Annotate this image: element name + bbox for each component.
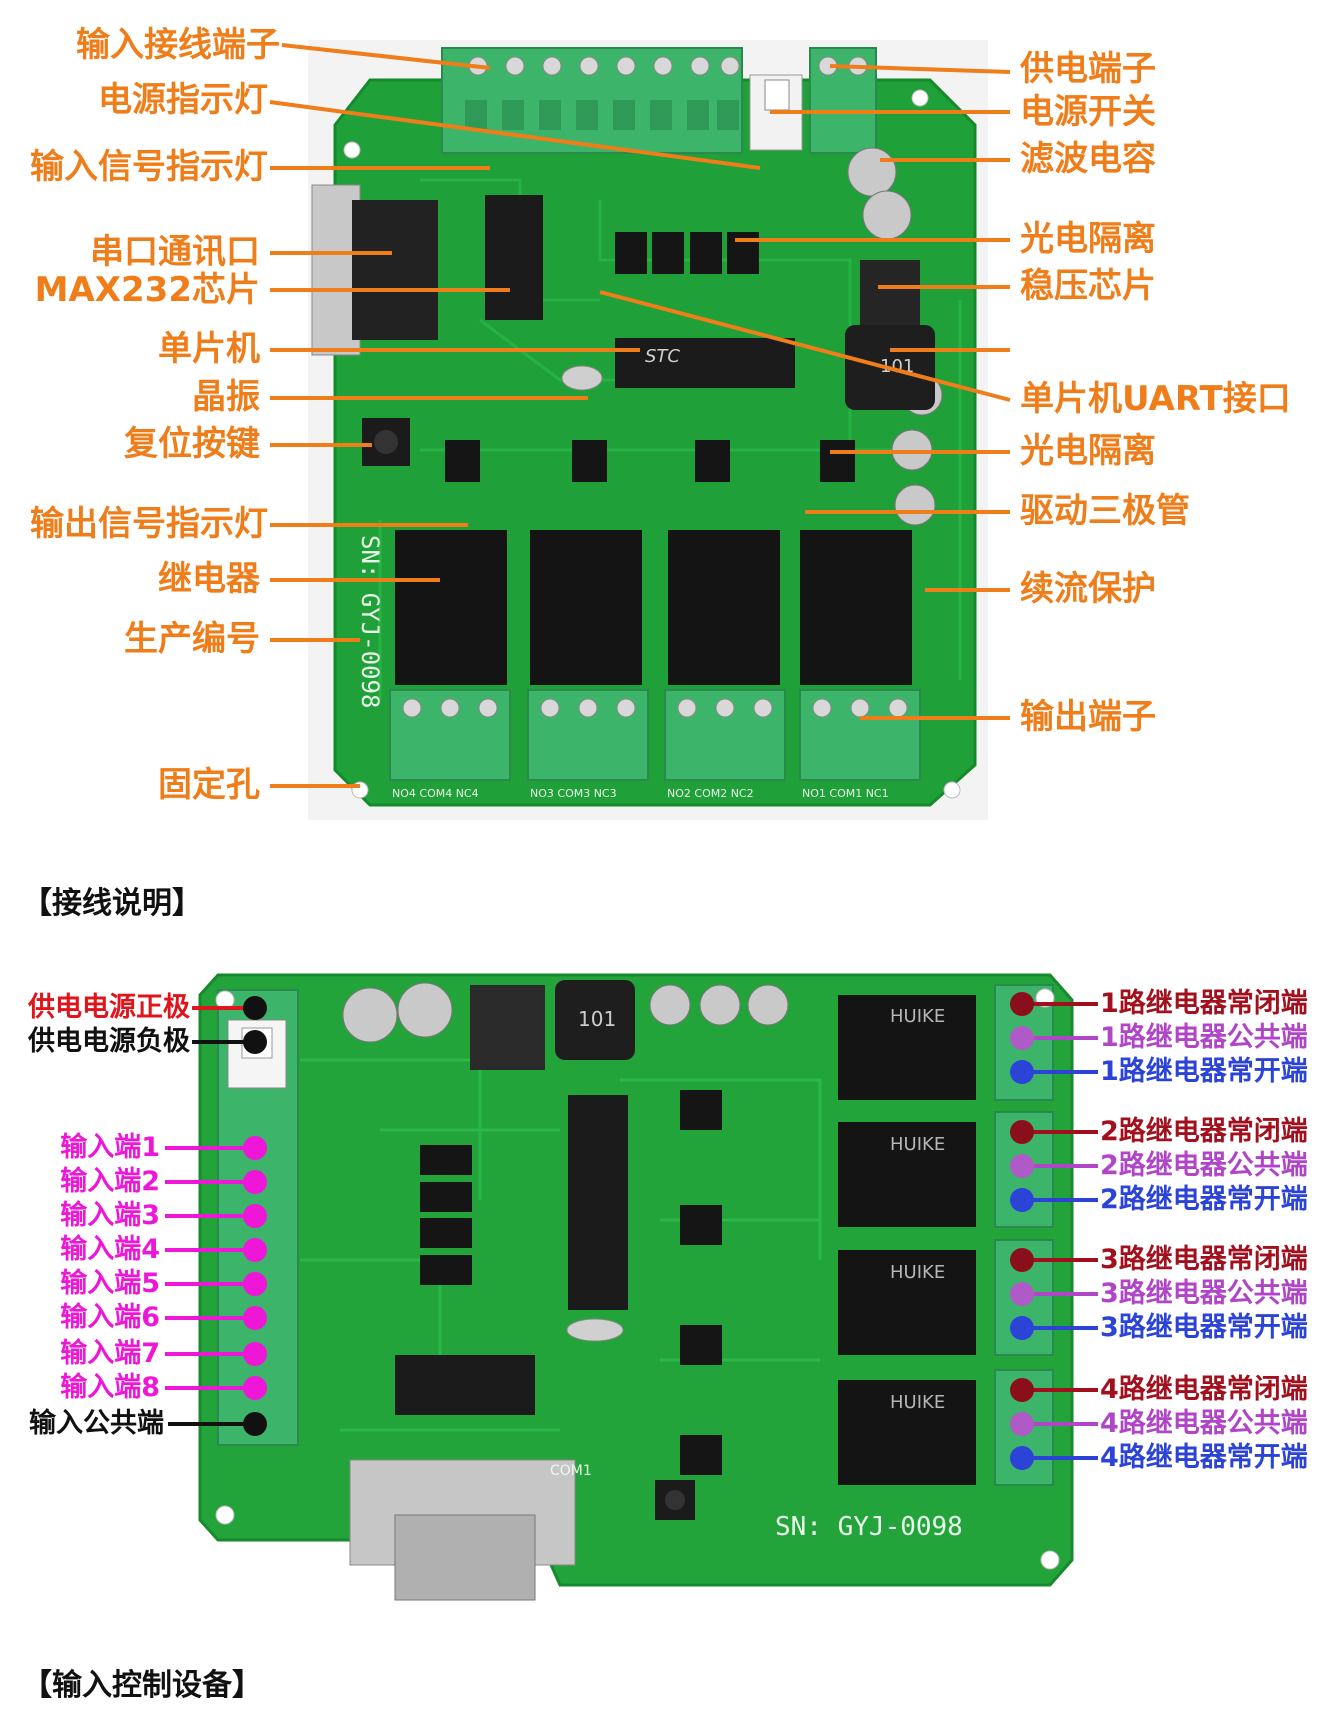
label-relay3-nc: 3路继电器常闭端: [1100, 1244, 1308, 1275]
label-max232: MAX232芯片: [34, 270, 260, 310]
label-supply-negative: 供电电源负极: [28, 1026, 190, 1057]
bottom-board-figure: 101 HUIKE HUIKE HUIKE HUIKE: [165, 973, 1098, 1601]
label-filter-capacitor: 滤波电容: [1020, 139, 1156, 179]
label-output-terminal: 输出端子: [1020, 697, 1156, 737]
inductor-marking-bottom: 101: [578, 1007, 616, 1031]
label-input-common: 输入公共端: [29, 1408, 164, 1439]
label-relay2-com: 2路继电器公共端: [1100, 1150, 1308, 1181]
label-reset-button: 复位按键: [124, 424, 260, 464]
serial-number-bottom: SN: GYJ-0098: [775, 1512, 963, 1542]
label-supply-positive: 供电电源正极: [28, 992, 190, 1023]
label-power-led: 电源指示灯: [98, 80, 268, 120]
relay-marking-1: HUIKE: [890, 1006, 945, 1027]
label-uart-interface: 单片机UART接口: [1020, 379, 1291, 419]
terminal-label-2: NO2 COM2 NC2: [667, 787, 754, 800]
label-input-1: 输入端1: [60, 1132, 160, 1163]
serial-number-label: SN: GYJ-0098: [356, 535, 384, 708]
label-input-4: 输入端4: [60, 1234, 160, 1265]
label-flyback-protection: 续流保护: [1020, 569, 1156, 609]
section-title-input-devices: 【输入控制设备】: [22, 1668, 262, 1703]
label-input-8: 输入端8: [60, 1372, 160, 1403]
label-relay2-nc: 2路继电器常闭端: [1100, 1116, 1308, 1147]
label-relay3-com: 3路继电器公共端: [1100, 1278, 1308, 1309]
label-relay3-no: 3路继电器常开端: [1100, 1312, 1308, 1343]
label-mounting-hole: 固定孔: [158, 765, 260, 805]
label-opto-isolator-1: 光电隔离: [1020, 219, 1156, 259]
label-serial-number: 生产编号: [124, 619, 260, 659]
label-relay2-no: 2路继电器常开端: [1100, 1184, 1308, 1215]
label-input-signal-led: 输入信号指示灯: [30, 147, 268, 187]
label-relay1-nc: 1路继电器常闭端: [1100, 988, 1308, 1019]
label-crystal: 晶振: [192, 377, 260, 417]
label-output-signal-led: 输出信号指示灯: [30, 504, 268, 544]
com-label: COM1: [550, 1463, 592, 1479]
label-input-3: 输入端3: [60, 1200, 160, 1231]
relay-marking-4: HUIKE: [890, 1392, 945, 1413]
label-power-terminal: 供电端子: [1020, 49, 1156, 89]
label-relay4-com: 4路继电器公共端: [1100, 1408, 1308, 1439]
label-mcu: 单片机: [158, 329, 260, 369]
relay-marking-3: HUIKE: [890, 1262, 945, 1283]
label-relay1-no: 1路继电器常开端: [1100, 1056, 1308, 1087]
label-regulator: 稳压芯片: [1020, 266, 1156, 306]
terminal-label-4: NO4 COM4 NC4: [392, 787, 479, 800]
relay-marking-2: HUIKE: [890, 1134, 945, 1155]
label-input-terminal: 输入接线端子: [76, 25, 280, 65]
label-relay4-nc: 4路继电器常闭端: [1100, 1374, 1308, 1405]
label-input-6: 输入端6: [60, 1302, 160, 1333]
label-input-7: 输入端7: [60, 1338, 160, 1369]
label-relay4-no: 4路继电器常开端: [1100, 1442, 1308, 1473]
label-input-5: 输入端5: [60, 1268, 160, 1299]
label-serial-port: 串口通讯口: [90, 232, 260, 272]
label-relay1-com: 1路继电器公共端: [1100, 1022, 1308, 1053]
terminal-label-3: NO3 COM3 NC3: [530, 787, 617, 800]
mcu-marking: STC: [645, 346, 680, 367]
top-board-figure: 101 STC NO4 COM4 NC4 NO3: [269, 40, 1011, 820]
section-title-wiring: 【接线说明】: [22, 886, 202, 921]
label-driver-transistor: 驱动三极管: [1020, 491, 1190, 531]
label-input-2: 输入端2: [60, 1166, 160, 1197]
terminal-label-1: NO1 COM1 NC1: [802, 787, 889, 800]
label-relay: 继电器: [158, 559, 260, 599]
label-power-switch: 电源开关: [1020, 92, 1156, 132]
label-opto-isolator-2: 光电隔离: [1020, 431, 1156, 471]
